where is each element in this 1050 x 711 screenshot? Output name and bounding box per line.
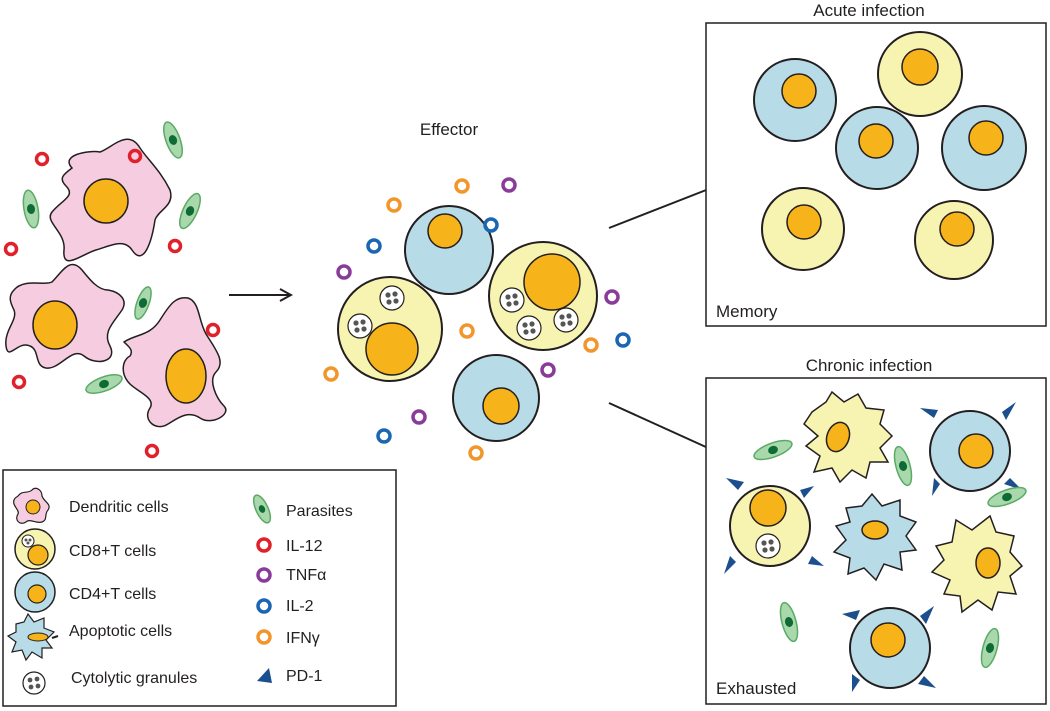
effector-label: Effector bbox=[420, 120, 479, 139]
legend-cd4-icon bbox=[14, 571, 56, 613]
tnfa-ring bbox=[540, 362, 556, 378]
parasite bbox=[179, 192, 201, 230]
legend-pd1-icon bbox=[257, 668, 272, 683]
apoptotic-nucleus bbox=[861, 520, 889, 540]
ifng-ring bbox=[459, 323, 475, 339]
il2-ring bbox=[483, 217, 499, 233]
parasite bbox=[779, 601, 799, 643]
cd4-cell bbox=[404, 205, 494, 295]
ifng-ring bbox=[468, 445, 484, 461]
legend-molecules: Parasites IL-12 TNFα IL-2 IFNγ PD-1 bbox=[252, 494, 353, 685]
cd4-nucleus bbox=[482, 387, 520, 425]
priming-group bbox=[3, 121, 227, 459]
cd8-nucleus bbox=[365, 322, 419, 376]
ifng-ring bbox=[386, 197, 402, 213]
dendritic-nucleus bbox=[83, 178, 129, 224]
legend-label-pd1: PD-1 bbox=[286, 668, 323, 685]
parasite bbox=[163, 121, 183, 159]
legend-label-cd8: CD8+T cells bbox=[69, 543, 156, 560]
legend-label-il12: IL-12 bbox=[286, 538, 323, 555]
parasite bbox=[753, 439, 793, 461]
legend-label-ifng: IFNγ bbox=[286, 630, 320, 647]
cytolytic-granule bbox=[379, 285, 405, 311]
cd4-nucleus bbox=[781, 73, 817, 109]
apoptotic-nucleus bbox=[825, 421, 851, 453]
exhausted-cd4-cell bbox=[842, 606, 936, 692]
memory-cells bbox=[753, 31, 1027, 280]
tnfa-ring bbox=[411, 409, 427, 425]
legend-label-apoptotic: Apoptotic cells bbox=[69, 623, 172, 640]
exhausted-cells bbox=[724, 390, 1027, 692]
legend-cells: Dendritic cells CD8+T cells CD4+T cells … bbox=[6, 487, 197, 695]
tnfa-ring bbox=[336, 264, 352, 280]
legend-label-cd4: CD4+T cells bbox=[69, 586, 156, 603]
parasite bbox=[987, 486, 1027, 508]
il12-ring bbox=[11, 374, 27, 390]
il2-ring bbox=[615, 332, 631, 348]
ifng-ring bbox=[454, 178, 470, 194]
legend-label-granules: Cytolytic granules bbox=[71, 670, 197, 687]
acute-infection-title: Acute infection bbox=[813, 1, 925, 20]
legend-granule-icon bbox=[22, 671, 46, 695]
il12-ring bbox=[3, 241, 19, 257]
exhausted-label: Exhausted bbox=[716, 679, 796, 698]
tnfa-ring bbox=[604, 289, 620, 305]
cd8-nucleus bbox=[901, 48, 939, 86]
dendritic-nucleus bbox=[165, 348, 207, 404]
legend-cd8-icon bbox=[14, 528, 56, 570]
legend-il12-icon bbox=[256, 537, 272, 553]
exhausted-cd4-cell bbox=[920, 402, 1022, 496]
dendritic-nucleus bbox=[32, 300, 78, 350]
cd8-nucleus bbox=[523, 253, 581, 311]
legend-box bbox=[2, 469, 397, 707]
cd8-nucleus bbox=[786, 204, 822, 240]
parasite bbox=[134, 286, 152, 320]
legend-label-dendritic: Dendritic cells bbox=[69, 499, 169, 516]
il2-ring bbox=[376, 428, 392, 444]
il12-ring bbox=[205, 322, 221, 338]
memory-label: Memory bbox=[716, 302, 778, 321]
legend-ifng-icon bbox=[256, 629, 272, 645]
ifng-ring bbox=[323, 366, 339, 382]
cytokine-rings bbox=[323, 177, 631, 461]
il12-group bbox=[3, 148, 221, 459]
legend-label-tnfa: TNFα bbox=[286, 567, 326, 584]
legend-apoptotic-icon bbox=[6, 612, 59, 662]
legend-label-il2: IL-2 bbox=[286, 598, 314, 615]
il12-ring bbox=[167, 238, 183, 254]
apoptotic-nucleus bbox=[975, 547, 1001, 579]
il2-ring bbox=[366, 238, 382, 254]
cytolytic-granule bbox=[499, 287, 525, 313]
il12-ring bbox=[127, 148, 143, 164]
exhausted-cd8-cell bbox=[724, 478, 824, 574]
parasite bbox=[893, 445, 913, 487]
cd4-nucleus bbox=[968, 120, 1004, 156]
parasite bbox=[85, 374, 123, 394]
legend-dendritic-icon bbox=[13, 487, 50, 524]
parasite bbox=[22, 189, 40, 229]
legend-il2-icon bbox=[256, 598, 272, 614]
cd4-nucleus bbox=[427, 213, 463, 249]
il12-ring bbox=[144, 443, 160, 459]
cd4-nucleus bbox=[858, 123, 894, 159]
chronic-infection-title: Chronic infection bbox=[806, 356, 933, 375]
effector-group bbox=[323, 177, 631, 461]
cd8-nucleus bbox=[939, 211, 975, 247]
legend-tnfa-icon bbox=[256, 567, 272, 583]
legend-parasite-icon bbox=[252, 494, 272, 524]
tnfa-ring bbox=[501, 177, 517, 193]
legend-label-parasites: Parasites bbox=[286, 503, 353, 520]
cytolytic-granule bbox=[347, 313, 373, 339]
ifng-ring bbox=[583, 337, 599, 353]
cytolytic-granule bbox=[516, 315, 542, 341]
il12-ring bbox=[34, 151, 50, 167]
parasite bbox=[980, 627, 1000, 669]
cytolytic-granule bbox=[553, 307, 579, 333]
